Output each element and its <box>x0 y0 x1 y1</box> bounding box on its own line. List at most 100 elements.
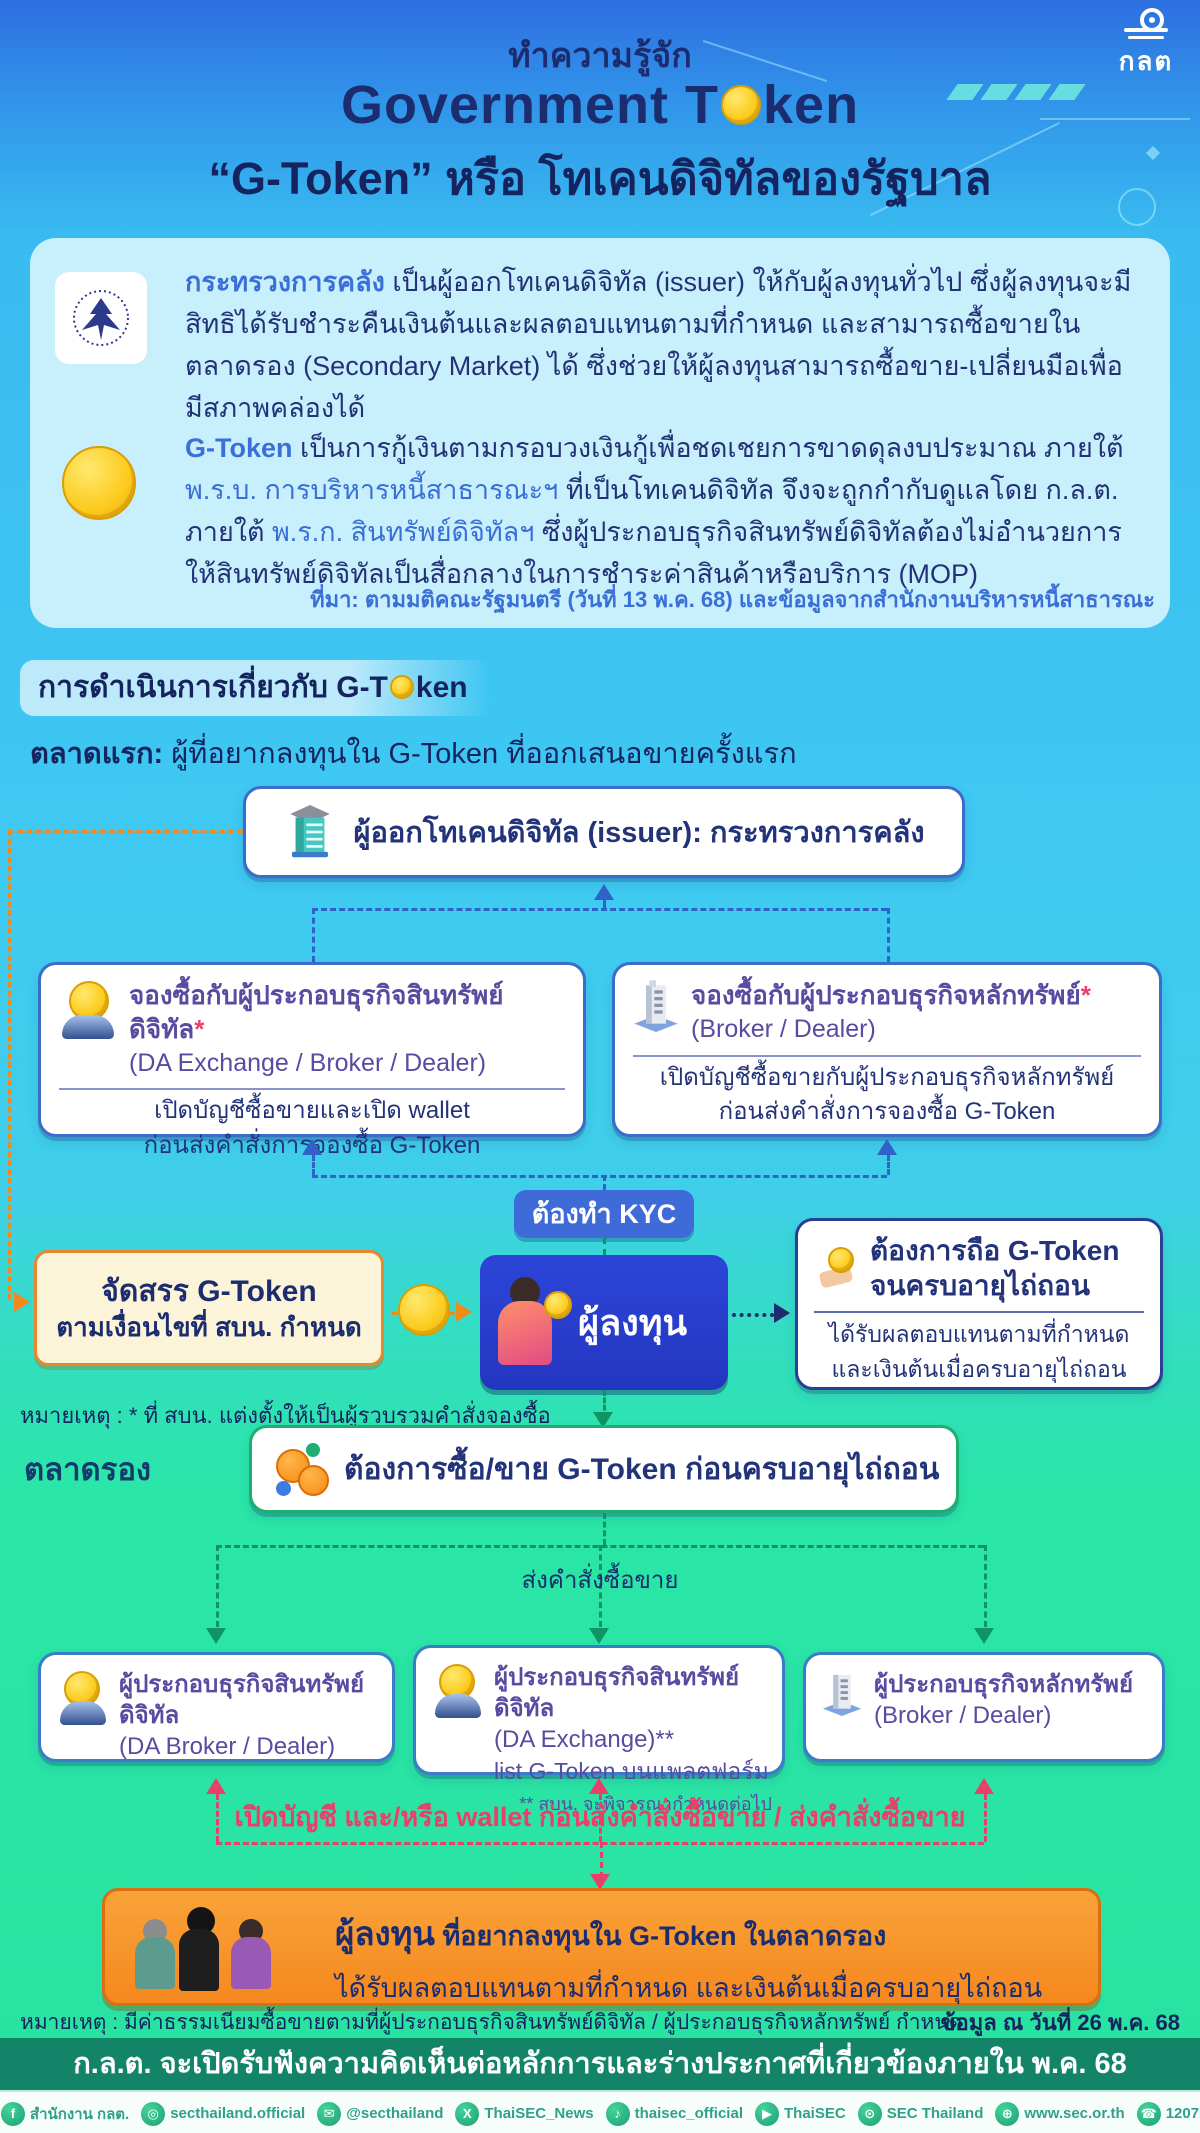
arrow-up-to-issuer <box>594 884 614 900</box>
primary-note: หมายเหตุ : * ที่ สบน. แต่งตั้งให้เป็นผู้… <box>20 1403 551 1428</box>
dashed-connector <box>216 1545 219 1627</box>
da-exchange-list-note: list G-Token บนแพลตฟอร์ม <box>494 1757 769 1784</box>
dashed-connector <box>984 1545 987 1627</box>
arrow-down-to-da-exchange <box>589 1628 609 1644</box>
youtube-icon: ▶ <box>755 2101 779 2126</box>
coin-icon <box>398 1284 450 1336</box>
dashed-connector <box>603 1513 606 1545</box>
sec-logo-mark <box>1124 8 1168 39</box>
hearing-banner: ก.ล.ต. จะเปิดรับฟังความคิดเห็นต่อหลักการ… <box>0 2038 1200 2090</box>
allocate-box: จัดสรร G-Token ตามเงื่อนไขที่ สบน. กำหนด <box>34 1250 384 1366</box>
investor-label: ผู้ลงทุน <box>578 1302 688 1343</box>
coin-icon <box>62 446 136 520</box>
secondary-note: หมายเหตุ : มีค่าธรรมเนียมซื้อขายตามที่ผู… <box>20 2011 963 2034</box>
subscribe-da-body1: เปิดบัญชีซื้อขายและเปิด wallet <box>154 1097 470 1125</box>
subscribe-securities-box: จองซื้อกับผู้ประกอบธุรกิจหลักทรัพย์* (Br… <box>612 962 1162 1137</box>
broker-dealer-subtitle: (Broker / Dealer) <box>874 1702 1052 1730</box>
podcast-icon: ⊙ <box>857 2101 882 2126</box>
page-title-left: Government T <box>340 75 719 135</box>
coin-icon <box>721 85 761 125</box>
arrow-up-to-da-broker <box>206 1778 226 1794</box>
issuer-box: ผู้ออกโทเคนดิจิทัล (issuer): กระทรวงการค… <box>243 786 965 878</box>
arrow-right-to-investor <box>456 1302 472 1322</box>
facebook-icon: f <box>0 2101 25 2126</box>
da-broker-title: ผู้ประกอบธุรกิจสินทรัพย์ดิจิทัล <box>119 1671 365 1730</box>
footer-item-website[interactable]: ⊕www.sec.or.th <box>995 2101 1125 2126</box>
divider <box>633 1054 1141 1057</box>
subscribe-securities-body1: เปิดบัญชีซื้อขายกับผู้ประกอบธุรกิจหลักทร… <box>659 1063 1115 1091</box>
dashed-connector-allocation <box>8 830 11 1300</box>
footer-label: ThaiSEC_News <box>484 2105 594 2122</box>
allocate-line2: ตามเงื่อนไขที่ สบน. กำหนด <box>56 1311 362 1342</box>
arrow-up-to-da-exchange <box>589 1778 609 1794</box>
intro-p1-text: เป็นผู้ออกโทเคนดิจิทัล (issuer) ให้กับผู… <box>185 267 1132 423</box>
divider <box>814 1311 1144 1313</box>
subscribe-da-subtitle: (DA Exchange / Broker / Dealer) <box>129 1048 487 1077</box>
page-title-right: ken <box>763 75 860 135</box>
globe-icon: ⊕ <box>995 2101 1020 2126</box>
footer-item-instagram[interactable]: ◎secthailand.official <box>141 2101 306 2126</box>
dashed-connector <box>599 1794 602 1842</box>
da-exchange-title: ผู้ประกอบธุรกิจสินทรัพย์ดิจิทัล <box>494 1664 740 1723</box>
footer-label: ThaiSEC <box>784 2105 846 2122</box>
secondary-investor-text: ผู้ลงทุน ที่อยากลงทุนใน G-Token ในตลาดรอ… <box>335 1907 1042 2009</box>
secondary-investor-body: ได้รับผลตอบแทนตามที่กำหนด และเงินต้นเมื่… <box>335 1973 1043 2003</box>
law-digital-asset: พ.ร.ก. สินทรัพย์ดิจิทัลฯ <box>272 516 535 547</box>
secondary-investor-lead: ผู้ลงทุน <box>335 1915 435 1952</box>
footer-item-youtube[interactable]: ▶ ThaiSEC <box>755 2101 846 2126</box>
sec-logo-text: กลต <box>1118 46 1174 76</box>
person-coin-icon <box>55 1669 109 1731</box>
instagram-icon: ◎ <box>141 2101 166 2126</box>
send-order-label: ส่งคำสั่งซื้อขาย <box>521 1567 679 1594</box>
investors-illustration <box>135 1907 295 1993</box>
dashed-connector <box>312 1155 315 1175</box>
hand-coin-icon <box>814 1245 860 1291</box>
arrow-right-to-hold-box <box>774 1303 790 1323</box>
circuit-ring <box>1118 188 1156 226</box>
dashed-connector <box>312 908 315 962</box>
hold-body1: ได้รับผลตอบแทนตามที่กำหนด <box>828 1321 1130 1347</box>
ribbon-text-right: ken <box>415 671 468 704</box>
building-icon <box>634 980 678 1032</box>
footer-item-podcast[interactable]: ⊙SEC Thailand <box>857 2101 983 2126</box>
intro-paragraph-1: กระทรวงการคลัง เป็นผู้ออกโทเคนดิจิทัล (i… <box>185 262 1140 429</box>
footer-item-tiktok[interactable]: ♪thaisec_official <box>605 2101 743 2126</box>
mof-lead: กระทรวงการคลัง <box>185 267 385 297</box>
subscribe-da-box: จองซื้อกับผู้ประกอบธุรกิจสินทรัพย์ดิจิทั… <box>38 962 586 1159</box>
dashed-connector <box>887 908 890 962</box>
dashed-connector <box>984 1794 987 1842</box>
da-exchange-subtitle: (DA Exchange)** <box>494 1726 675 1754</box>
footer-item-line[interactable]: ✉@secthailand <box>317 2101 444 2126</box>
intro-panel <box>30 238 1170 628</box>
footer-item-phone[interactable]: ☎1207 <box>1136 2101 1199 2126</box>
kyc-pill: ต้องทำ KYC <box>514 1190 694 1238</box>
footer-label: www.sec.or.th <box>1024 2105 1125 2122</box>
header-kicker: ทำความรู้จัก <box>508 37 692 75</box>
gtoken-lead: G-Token <box>185 433 293 463</box>
arrow-down-to-broker <box>974 1628 994 1644</box>
dashed-connector <box>216 1794 219 1842</box>
hold-body2: และเงินต้นเมื่อครบอายุไถ่ถอน <box>831 1355 1127 1382</box>
sec-thailand-logo: กลต <box>1106 8 1186 76</box>
dashed-connector <box>599 1545 602 1627</box>
subscribe-securities-subtitle: (Broker / Dealer) <box>691 1014 876 1043</box>
hold-box-title: ต้องการถือ G-Token จนครบอายุไถ่ถอน <box>870 1233 1119 1303</box>
footer-label: secthailand.official <box>170 2105 306 2122</box>
dashed-connector <box>603 1238 606 1255</box>
arrow-down-to-secondary-investor <box>590 1874 610 1890</box>
subscribe-securities-body: เปิดบัญชีซื้อขายกับผู้ประกอบธุรกิจหลักทร… <box>615 1061 1159 1131</box>
buy-sell-label: ต้องการซื้อ/ขาย G-Token ก่อนครบอายุไถ่ถอ… <box>344 1452 940 1486</box>
hold-title2: จนครบอายุไถ่ถอน <box>870 1270 1090 1301</box>
dashed-connector <box>312 1175 887 1178</box>
arrow-right-to-allocate-box <box>14 1292 30 1312</box>
allocate-line1: จัดสรร G-Token <box>101 1274 317 1308</box>
page-subtitle: “G-Token” หรือ โทเคนดิจิทัลของรัฐบาล <box>208 153 992 204</box>
primary-market-label: ตลาดแรก: <box>30 738 164 770</box>
source-note: ที่มา: ตามมติคณะรัฐมนตรี (วันที่ 13 พ.ค.… <box>310 587 1155 612</box>
line-icon: ✉ <box>317 2101 342 2126</box>
secondary-market-label: ตลาดรอง <box>24 1452 152 1487</box>
phone-icon: ☎ <box>1136 2101 1161 2126</box>
footer-label: @secthailand <box>346 2105 444 2122</box>
